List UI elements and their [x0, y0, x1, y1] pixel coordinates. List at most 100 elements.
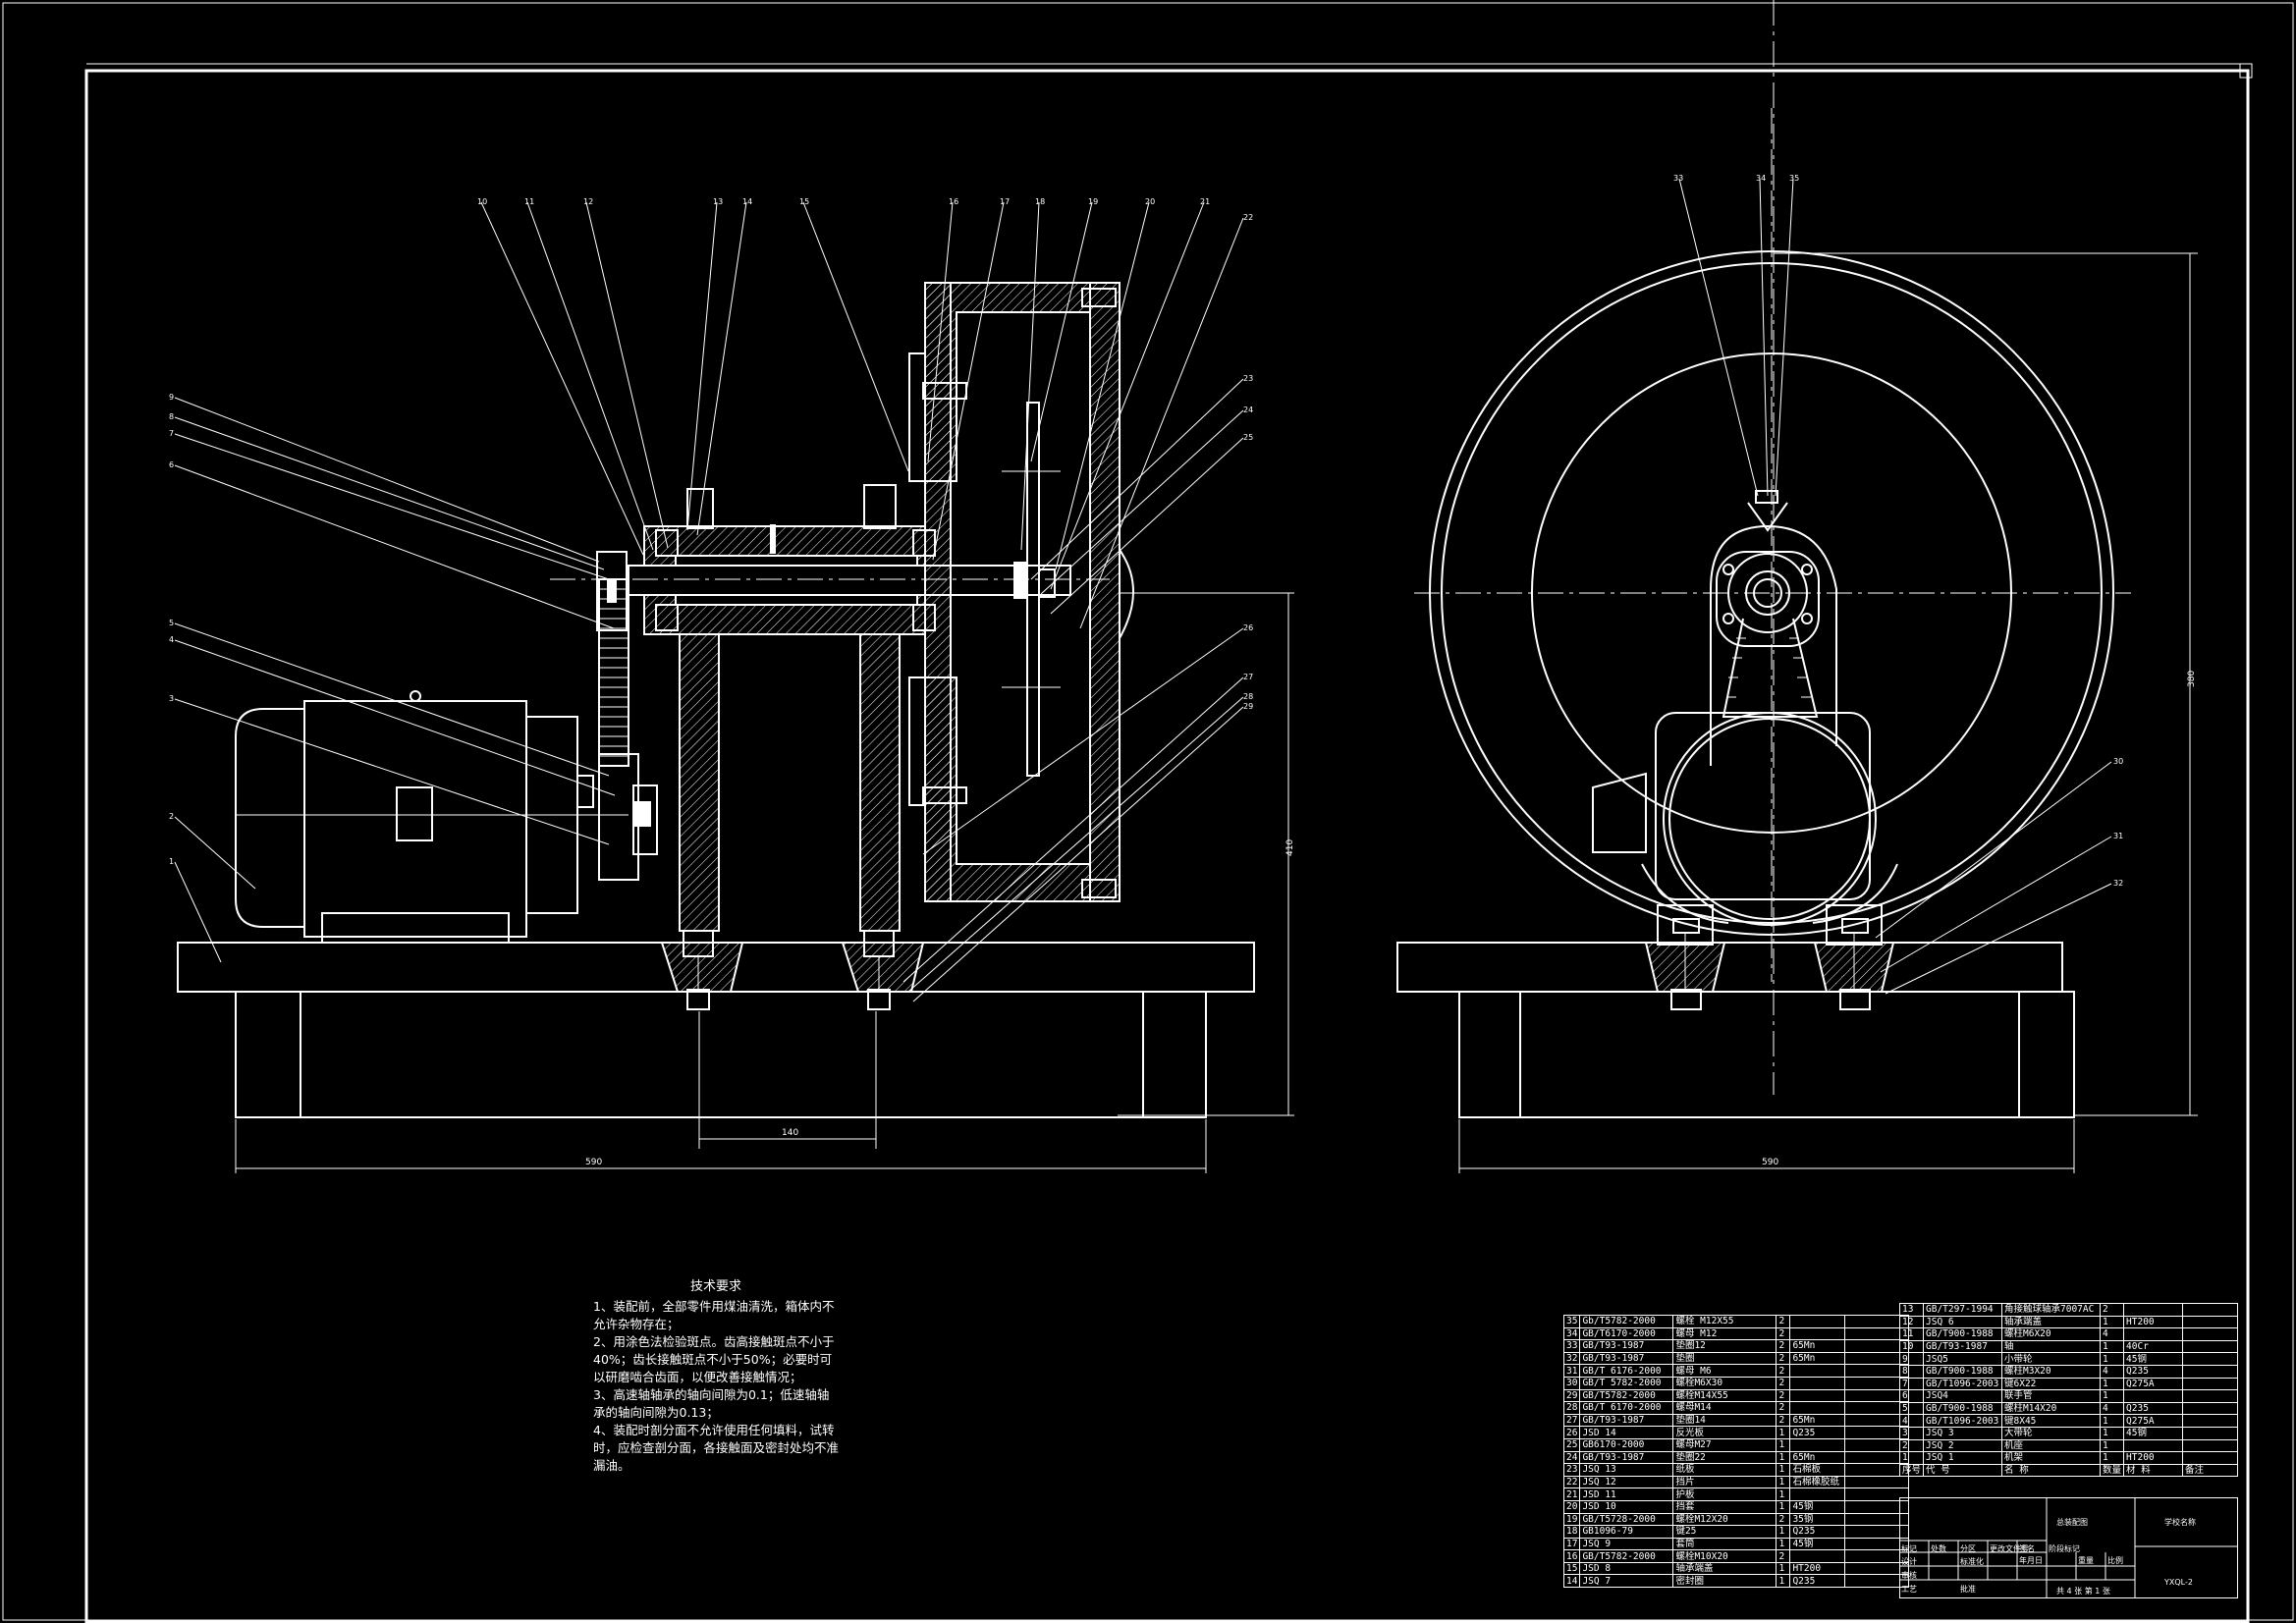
bom-qty: 1 [1776, 1475, 1791, 1489]
bom-no: 9 [1898, 1352, 1925, 1366]
bom-qty: 1 [1776, 1499, 1791, 1514]
svg-text:30: 30 [2113, 757, 2123, 766]
bom-material [1789, 1364, 1846, 1378]
bom-qty: 1 [1776, 1450, 1791, 1465]
svg-text:15: 15 [799, 197, 809, 206]
bom-code: JSD 10 [1579, 1499, 1674, 1514]
title-block: 标记 处数 分区 更改文件号 签名 年月日 设计 标准化 审核 工艺 批准 阶段… [1899, 1497, 2238, 1598]
svg-text:29: 29 [1243, 702, 1253, 711]
bom-code: GB/T297-1994 [1923, 1303, 2003, 1317]
bom-no: 32 [1562, 1351, 1581, 1366]
bom-material: 石棉橡胶纸 [1789, 1475, 1846, 1489]
bom-material [1789, 1376, 1846, 1390]
bom-material: Q235 [1789, 1426, 1846, 1439]
tb-standard: 标准化 [1960, 1557, 1984, 1566]
frame-leg-left [235, 991, 301, 1118]
bom-code: GB/T93-1987 [1579, 1450, 1674, 1465]
svg-text:14: 14 [742, 197, 752, 206]
svg-text:1: 1 [169, 857, 174, 866]
bom-qty: 1 [1776, 1537, 1791, 1551]
bom-material: 45钢 [2123, 1426, 2184, 1440]
bom-material: 65Mn [1789, 1351, 1846, 1366]
bom-qty: 1 [1776, 1426, 1791, 1439]
leader-lines-left [174, 397, 616, 963]
bom-material: 65Mn [1789, 1339, 1846, 1353]
dim-140: 140 [782, 1128, 798, 1138]
bom-qty: 1 [1776, 1561, 1791, 1576]
tb-company: 学校名称 [2164, 1518, 2196, 1527]
bom-remark [2182, 1377, 2238, 1391]
svg-text:5: 5 [169, 619, 174, 627]
bom-remark [2182, 1315, 2238, 1329]
bom-code: GB/T900-1988 [1923, 1401, 2003, 1416]
svg-text:22: 22 [1243, 213, 1253, 222]
belt-teeth [599, 588, 629, 757]
bom-no: 1 [1898, 1451, 1925, 1465]
svg-text:19: 19 [1088, 197, 1098, 206]
tb-weight: 重量 [2078, 1556, 2094, 1565]
bom-code: JSQ 13 [1579, 1463, 1674, 1477]
bom-name: 螺栓M14X55 [1672, 1388, 1777, 1403]
bom-remark [2182, 1339, 2238, 1354]
dim-590-front: 590 [585, 1158, 602, 1167]
bom-material: 45钢 [2123, 1352, 2184, 1366]
bom-code: GB/T 5782-2000 [1579, 1376, 1674, 1390]
motor-end-block [1655, 712, 1871, 900]
bom-name: 挡套 [1672, 1499, 1777, 1514]
bom-material: Q235 [2123, 1364, 2184, 1379]
svg-text:7: 7 [169, 429, 174, 438]
tb-sign: 签名 [2019, 1544, 2035, 1553]
svg-text:27: 27 [1243, 673, 1253, 681]
frame-leg-right [1142, 991, 1207, 1118]
bom-qty: 2 [1776, 1315, 1791, 1328]
bom-qty: 2 [1776, 1364, 1791, 1378]
bom-no: 18 [1562, 1525, 1581, 1539]
svg-text:21: 21 [1200, 197, 1210, 206]
bom-header-no: 序号 [1898, 1463, 1925, 1478]
bom-qty: 4 [2100, 1401, 2125, 1416]
tech-note-2: 2、用涂色法检验斑点。齿高接触斑点不小于40%；齿长接触斑点不小于50%；必要时… [593, 1334, 835, 1384]
bom-qty: 2 [1776, 1388, 1791, 1403]
bom-no: 13 [1898, 1303, 1925, 1317]
bom-header-material: 材 料 [2123, 1463, 2184, 1478]
bom-no: 31 [1562, 1364, 1581, 1378]
bom-name: 套筒 [1672, 1537, 1777, 1551]
bom-qty: 1 [2100, 1451, 2125, 1465]
bom-name: 螺栓M12X20 [1672, 1512, 1777, 1527]
bom-no: 10 [1898, 1339, 1925, 1354]
bom-no: 14 [1562, 1574, 1581, 1589]
bom-qty: 2 [1776, 1339, 1791, 1353]
main-shaft [628, 565, 1071, 596]
bom-qty: 1 [1776, 1463, 1791, 1477]
bom-material: Q235 [1789, 1574, 1846, 1589]
bom-code: GB/T93-1987 [1579, 1351, 1674, 1366]
bom-code: GB/T1096-2003 [1923, 1377, 2003, 1391]
bom-no: 27 [1562, 1413, 1581, 1428]
bom-name: 螺母 M12 [1672, 1326, 1777, 1341]
bom-code: JSQ 1 [1923, 1451, 2003, 1465]
bom-no: 24 [1562, 1450, 1581, 1465]
tb-scale: 比例 [2107, 1556, 2123, 1565]
bom-header-row: 序号 代 号 名 称 数量 材 料 备注 [1898, 1463, 2238, 1478]
bom-qty: 1 [1776, 1488, 1791, 1501]
bom-no: 12 [1898, 1315, 1925, 1329]
bom-material [1789, 1401, 1846, 1415]
bom-code: JSD 11 [1579, 1488, 1674, 1501]
bom-header-code: 代 号 [1923, 1463, 2003, 1478]
tb-design: 设计 [1901, 1557, 1917, 1566]
bom-remark [1844, 1475, 1909, 1489]
bom-code: JSQ4 [1923, 1389, 2003, 1403]
leader-lines-top [480, 201, 1244, 1002]
